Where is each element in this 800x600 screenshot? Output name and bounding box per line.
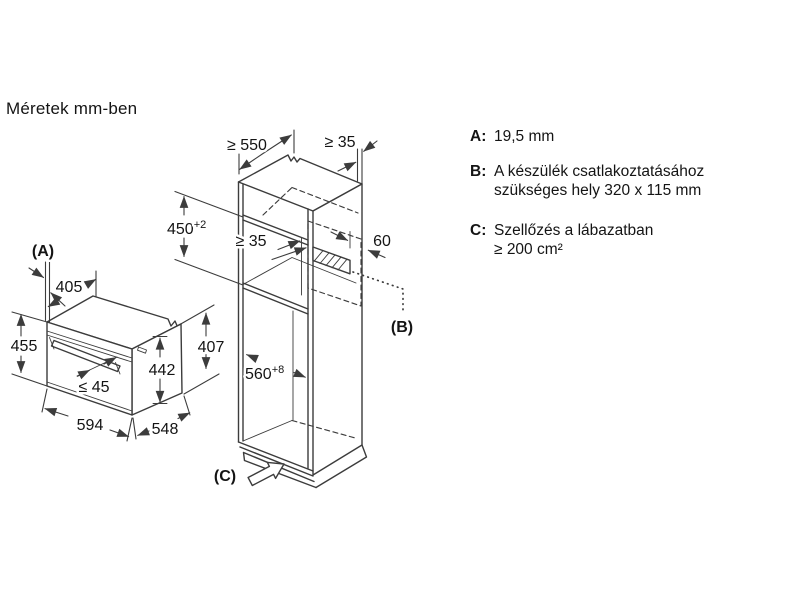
cabinet-label-b: (B) [391,319,413,336]
oven-dim-side-depth: 548 [152,421,179,438]
oven-dimension-lines [11,261,220,442]
niche-height-value: 450 [167,221,194,238]
oven-dim-handle-depth: ≤ 45 [78,379,109,396]
oven-dim-side-height: 407 [198,339,225,356]
cabinet-dimension-lines [174,129,386,378]
niche-height-tolerance: +2 [194,219,207,231]
cabinet-dim-shelf-gap: ≥ 35 [235,233,266,250]
legend-key-b: B: [470,163,487,180]
connection-area-hatch [312,231,351,275]
legend-text-c-line2: ≥ 200 cm² [494,241,563,258]
cabinet-dim-niche-width: 560+8 [245,364,284,383]
legend-text-a: 19,5 mm [494,128,555,145]
dim-arrow [28,267,45,279]
oven-dim-top-depth: 405 [56,279,83,296]
niche-width-value: 560 [245,366,272,383]
legend-item-c: C: Szellőzés a lábazatban ≥ 200 cm² [470,221,780,259]
cabinet-dim-min-depth: ≥ 550 [227,137,267,154]
oven-label-a: (A) [32,243,54,260]
page-title: Méretek mm-ben [6,99,138,118]
legend-text-b-line2: szükséges hely 320 x 115 mm [494,182,702,199]
legend-key-c: C: [470,222,487,239]
connection-leader-line [352,271,404,313]
oven-dim-body-height: 442 [149,362,176,379]
oven-dim-width: 594 [77,417,104,434]
oven-dim-front-height: 455 [11,338,38,355]
dimension-legend: A: 19,5 mm B: A készülék csatlakoztatásá… [470,127,780,275]
cabinet-label-c: (C) [214,468,236,485]
niche-width-tolerance: +8 [272,364,285,376]
cabinet-dim-rear-gap: ≥ 35 [324,134,355,151]
legend-key-a: A: [470,128,487,145]
ventilation-arrow-icon [247,461,285,487]
cabinet-dim-connection-offset: 60 [373,233,391,250]
legend-text-c-line1: Szellőzés a lábazatban [494,222,654,239]
legend-text-b-line1: A készülék csatlakoztatásához [494,163,705,180]
oven-drawing: (A) 405 455 ≤ 45 594 548 442 407 [8,241,227,442]
cabinet-drawing: ≥ 550 ≥ 35 450+2 ≥ 35 60 560+8 (B) (C) [165,129,416,489]
legend-item-a: A: 19,5 mm [470,127,780,146]
cabinet-dim-niche-height: 450+2 [167,219,206,238]
side-grip-hole [137,346,147,354]
legend-item-b: B: A készülék csatlakoztatásához szükség… [470,162,780,200]
